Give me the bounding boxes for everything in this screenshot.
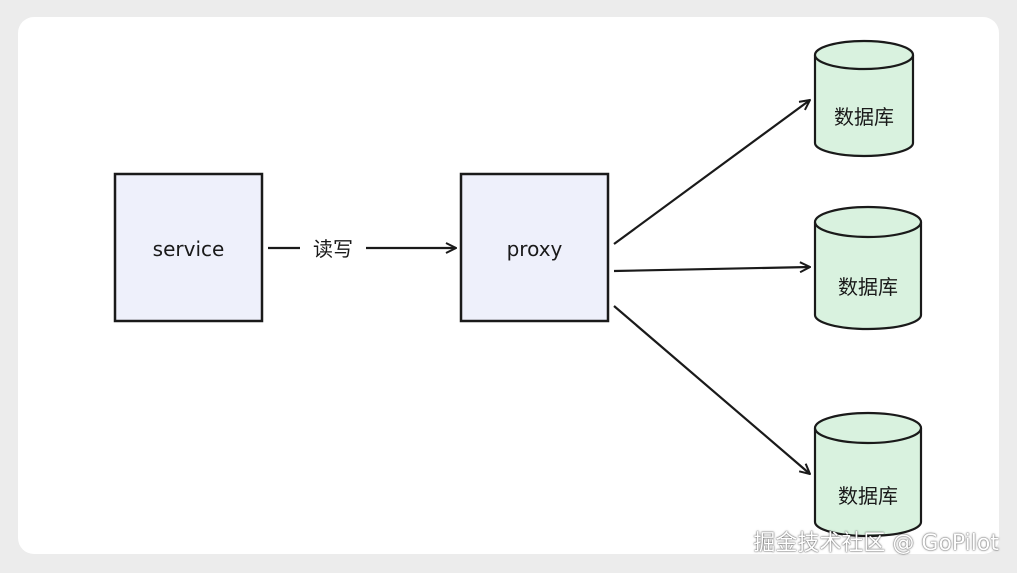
service-label: service <box>153 237 225 261</box>
database-label-1: 数据库 <box>834 105 894 129</box>
database-node-3: 数据库 <box>813 411 923 538</box>
database-node-2: 数据库 <box>813 205 923 331</box>
edge-label: 读写 <box>313 237 353 261</box>
edge-proxy-db-2 <box>613 267 810 271</box>
edge-proxy-db-1 <box>613 100 810 245</box>
edge-proxy-db-3 <box>613 305 810 474</box>
proxy-node: proxy <box>459 172 610 323</box>
edge-service-proxy: 读写 <box>268 237 456 261</box>
database-label-2: 数据库 <box>838 275 898 299</box>
database-label-3: 数据库 <box>838 484 898 508</box>
service-node: service <box>113 172 264 323</box>
database-node-1: 数据库 <box>813 39 915 158</box>
proxy-label: proxy <box>507 237 563 261</box>
watermark: 掘金技术社区 @ GoPilot <box>753 531 999 556</box>
